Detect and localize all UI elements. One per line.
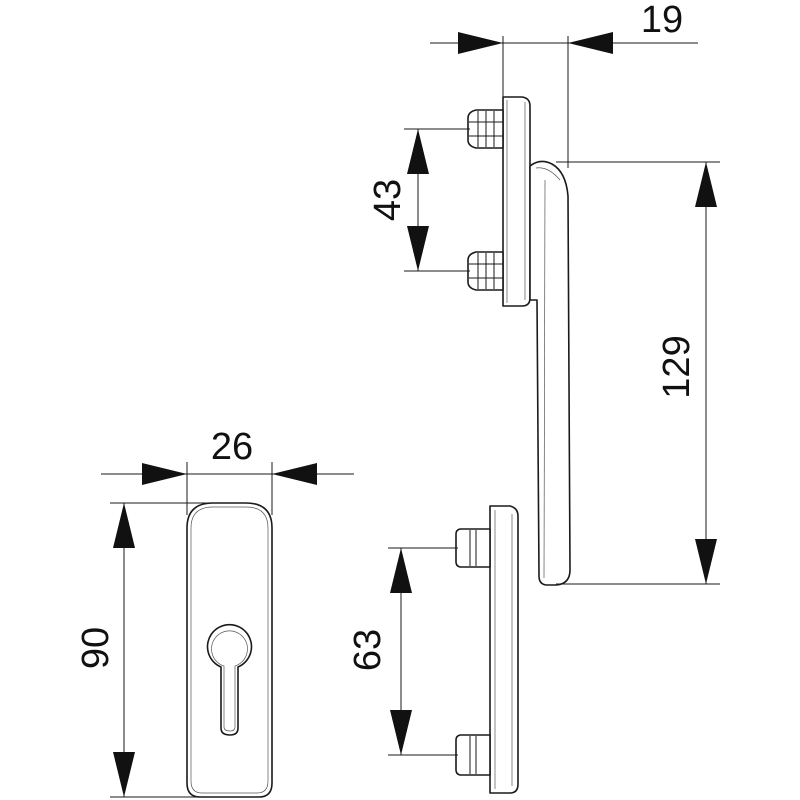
dimension-label-43: 43	[367, 179, 409, 221]
dimension-back-plate-spacing: 63	[347, 547, 458, 756]
handle-side-view	[467, 96, 571, 586]
dimension-label-26: 26	[211, 426, 253, 468]
dimension-label-19: 19	[641, 0, 683, 41]
upper-threaded-boss	[455, 528, 491, 568]
escutcheon-inner-edge	[190, 506, 269, 794]
dimension-escutcheon-width: 26	[101, 426, 354, 515]
dimension-arrow	[407, 129, 429, 174]
escutcheon-front-view	[186, 502, 273, 798]
back-plate	[489, 505, 519, 794]
dimension-escutcheon-height: 90	[75, 502, 220, 798]
handle-lever-highlight	[543, 179, 546, 579]
dimension-arrow	[390, 548, 412, 593]
dimension-label-90: 90	[75, 627, 117, 669]
back-plate-side-view	[455, 505, 519, 794]
dimension-label-63: 63	[347, 629, 389, 671]
upper-fixing-pin	[467, 109, 504, 149]
dimension-arrow	[458, 32, 503, 54]
dimension-arrow	[695, 162, 717, 207]
handle-lever	[529, 160, 571, 586]
dimension-arrow	[113, 752, 135, 797]
dimension-arrow	[113, 503, 135, 548]
keyhole-inner-edge	[211, 630, 248, 732]
dimension-rose-spacing: 43	[367, 128, 470, 272]
dimension-arrow	[695, 539, 717, 584]
lower-fixing-pin	[467, 251, 504, 291]
dimension-label-129: 129	[656, 335, 698, 398]
keyhole-cylinder-cutout	[206, 623, 253, 736]
dimension-handle-length: 129	[556, 161, 720, 585]
dimension-arrow	[568, 32, 613, 54]
dimension-arrow	[272, 463, 317, 485]
dimension-arrow	[390, 710, 412, 755]
handle-neck-curve	[535, 167, 561, 181]
lower-threaded-boss	[455, 734, 491, 776]
dimension-arrow	[407, 226, 429, 271]
dimension-handle-offset: 19	[430, 0, 698, 168]
dimension-arrow	[142, 463, 187, 485]
